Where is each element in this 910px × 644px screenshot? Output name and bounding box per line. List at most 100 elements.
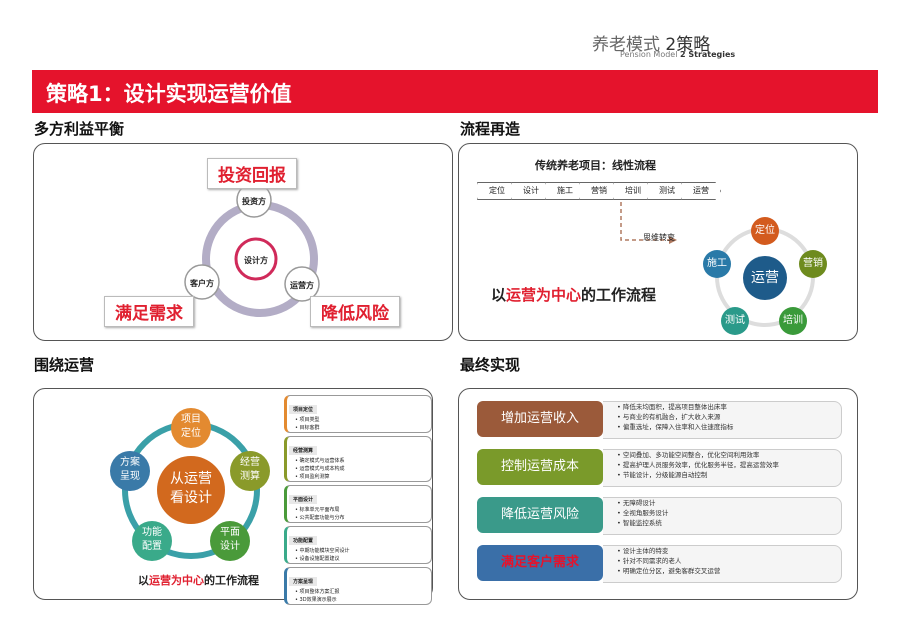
bullet-icon: • [295,515,300,521]
bullet-icon: • [295,466,300,472]
operation-node-plan: 平面 设计 [210,521,250,561]
operation-list-title: 平面设计 [289,495,318,504]
bullet-icon: • [295,474,300,480]
bullet-icon: • [617,499,623,507]
caption-post: 的工作流程 [581,286,657,304]
operation-lists: 项目定位• 项目类型• 目标客群经营测算• 确定模式与运营体系• 运营模式与成本… [284,395,432,608]
label-investor: 投资方 [242,197,266,206]
result-item-text: 明确定位分区，避免客群交叉运营 [622,567,721,575]
turn-label: 思维转变 [643,233,675,242]
result-item: • 与商业的有机融合，扩大收入来源 [603,412,841,422]
bullet-icon: • [295,548,300,554]
panel-stakeholders: 投资方 设计方 客户方 运营方 投资回报 满足需求 降低风险 [33,143,453,341]
operation-node-positioning: 项目 定位 [171,408,211,448]
bullet-icon: • [295,589,300,595]
header-cn-b: 2策略 [665,35,711,55]
result-row: 满足客户需求• 设计主体的特变• 针对不同需求的老人• 明确定位分区，避免客群交… [477,545,843,583]
operation-list-text: 设备设施配置建议 [299,556,340,562]
result-item: • 节能设计，分级能源自动控制 [603,470,841,480]
turn-arrow-head [669,236,677,244]
result-item: • 偏重选址，保障入住率和入住速度指标 [603,422,841,432]
result-row: 增加运营收入• 降低未均面积，提高项目整体出床率• 与商业的有机融合，扩大收入来… [477,401,843,439]
operation-list-text: 3D效果演示展示 [299,597,337,603]
result-item: • 提高护理人员服务效率，优化服务半径，提高运营效率 [603,460,841,470]
operation-list-box: 功能配置 • 中期功能模块空间设计• 设备设施配置建议 [284,526,432,564]
operation-list-text: 目标客群 [299,425,320,431]
result-description: • 无障碍设计• 全视角服务设计• 智能监控系统 [603,497,842,535]
result-item-text: 针对不同需求的老人 [622,557,682,565]
operation-list-item: • 标准单元平面布局 [287,506,431,514]
process-node-training: 培训 [779,307,807,335]
client-circle [184,264,220,300]
bullet-icon: • [295,417,300,423]
result-description: • 空间叠加、多功能空间整合，优化空间利用效率• 提高护理人员服务效率，优化服务… [603,449,842,487]
operation-list-title: 功能配置 [289,536,318,545]
result-item-text: 智能监控系统 [622,519,662,527]
result-item: • 全视角服务设计 [603,508,841,518]
section-title-2: 流程再造 [460,120,521,138]
operation-list-item: • 公共配套功能与分布 [287,514,431,522]
result-item-text: 与商业的有机融合，扩大收入来源 [622,413,721,421]
box-reduce-risk: 降低风险 [310,296,400,327]
result-item-text: 降低未均面积，提高项目整体出床率 [622,403,727,411]
result-label: 降低运营风险 [477,497,603,533]
result-item: • 降低未均面积，提高项目整体出床率 [603,402,841,412]
operation-list-box: 方案呈现• 项目整体方案汇报• 3D效果演示展示 [284,567,432,605]
result-row: 控制运营成本• 空间叠加、多功能空间整合，优化空间利用效率• 提高护理人员服务效… [477,449,843,487]
label-client: 客户方 [190,279,214,288]
stakeholder-diagram [184,182,320,317]
header-subtitle: Pension Model 2 Strategies [620,50,735,59]
bullet-icon: • [617,471,623,479]
bullet-icon: • [617,557,623,565]
operation-list-item: • 项目盈利测算 [287,473,431,481]
bullet-icon: • [617,519,623,527]
operation-list-text: 标准单元平面布局 [299,507,340,513]
operation-list-text: 项目类型 [299,417,320,423]
result-row: 降低运营风险• 无障碍设计• 全视角服务设计• 智能监控系统 [477,497,843,535]
header-title: 养老模式 2策略 [592,30,710,55]
operation-node-calculation: 经营 测算 [230,451,270,491]
bullet-icon: • [295,507,300,513]
result-item: • 无障碍设计 [603,498,841,508]
label-designer: 设计方 [244,256,268,265]
op-caption-pre: 以 [138,574,149,587]
result-item-text: 节能设计，分级能源自动控制 [622,471,708,479]
op-caption-highlight: 运营为中心 [149,574,204,587]
label-operator: 运营方 [290,281,314,290]
section-title-1: 多方利益平衡 [34,120,125,138]
process-center: 运营 [743,256,787,300]
result-item-text: 偏重选址，保障入住率和入住速度指标 [622,423,734,431]
operation-list-text: 运营模式与成本构成 [299,466,345,472]
bullet-icon: • [617,461,623,469]
result-item: • 针对不同需求的老人 [603,556,841,566]
section-title-3: 围绕运营 [34,356,95,374]
result-rows: 增加运营收入• 降低未均面积，提高项目整体出床率• 与商业的有机融合，扩大收入来… [477,401,843,593]
operation-list-item: • 项目类型 [287,416,431,424]
operation-list-item: • 中期功能模块空间设计 [287,547,431,555]
bullet-icon: • [295,458,300,464]
bullet-icon: • [617,423,623,431]
header-cn-a: 养老模式 [592,35,660,55]
operation-list-item: • 3D效果演示展示 [287,596,431,604]
caption-highlight: 运营为中心 [506,286,582,304]
operation-list-box: 项目定位• 项目类型• 目标客群 [284,395,432,433]
bullet-icon: • [617,413,623,421]
bullet-icon: • [295,425,300,431]
result-label: 控制运营成本 [477,449,603,485]
bullet-icon: • [617,567,623,575]
result-description: • 设计主体的特变• 针对不同需求的老人• 明确定位分区，避免客群交叉运营 [603,545,842,583]
title-banner: 策略1：设计实现运营价值 [32,70,878,113]
operation-list-title: 项目定位 [289,405,318,414]
operation-node-function: 功能 配置 [132,521,172,561]
operation-list-box: 平面设计 • 标准单元平面布局• 公共配套功能与分布 [284,485,432,523]
operation-list-title: 方案呈现 [289,577,318,586]
result-description: • 降低未均面积，提高项目整体出床率• 与商业的有机融合，扩大收入来源• 偏重选… [603,401,842,439]
center-circle [234,237,278,281]
operation-list-item: • 确定模式与运营体系 [287,457,431,465]
operation-list-text: 确定模式与运营体系 [299,458,345,464]
linear-title: 传统养老项目：线性流程 [535,159,656,172]
bullet-icon: • [617,451,623,459]
operation-list-item: • 运营模式与成本构成 [287,465,431,473]
bullet-icon: • [295,597,300,603]
result-label: 增加运营收入 [477,401,603,437]
